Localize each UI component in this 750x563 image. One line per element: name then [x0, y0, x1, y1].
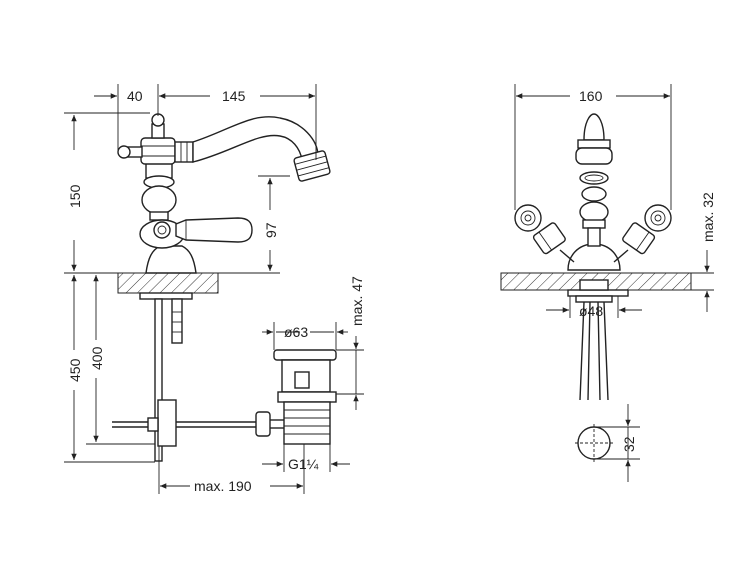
dim-dia48: ø48: [579, 303, 603, 319]
front-supply-pipes: [579, 301, 609, 401]
waste-rod-nut: [255, 411, 271, 437]
faucet-side-knob: [117, 145, 131, 159]
dim-max190: max. 190: [194, 478, 252, 494]
dim-g114: G1¼: [288, 456, 319, 472]
dim-400: 400: [89, 346, 105, 370]
waste-assembly: [255, 349, 337, 445]
dim-max32: max. 32: [700, 192, 716, 242]
faucet-neck: [149, 211, 169, 221]
side-dimensions: 40 145 150 97 450 400: [64, 84, 365, 494]
dim-max47: max. 47: [349, 276, 365, 326]
side-view: 40 145 150 97 450 400: [64, 84, 365, 494]
faucet-base: [145, 245, 197, 274]
waste-cap: [273, 349, 337, 361]
dim-32: 32: [621, 436, 637, 452]
faucet-lever-pivot: [153, 221, 171, 239]
dim-145: 145: [222, 88, 246, 104]
faucet-spout: [192, 116, 319, 163]
front-view: 160 max. 32 ø48 32: [500, 84, 716, 482]
front-body: [567, 243, 621, 271]
faucet-top-cap: [140, 137, 176, 165]
side-supply-pipe: [154, 298, 163, 462]
faucet-lever: [175, 217, 253, 243]
front-dimensions: 160 max. 32 ø48 32: [514, 84, 716, 482]
side-threaded-rod: [171, 298, 183, 344]
side-popup-rod-bracket: [157, 399, 177, 447]
dim-450: 450: [67, 358, 83, 382]
faucet-knob-body: [141, 185, 177, 215]
dim-150: 150: [67, 184, 83, 208]
dim-160: 160: [579, 88, 603, 104]
waste-nut: [277, 391, 337, 403]
waste-tail: [283, 401, 331, 445]
front-spout-tip: [583, 113, 605, 141]
front-left-handle: [514, 204, 575, 263]
side-plate: [139, 292, 193, 300]
dim-40: 40: [127, 88, 143, 104]
front-right-handle: [613, 204, 672, 263]
dim-97: 97: [263, 222, 279, 238]
side-countertop: [117, 272, 219, 294]
front-aerator: [579, 171, 609, 185]
dim-dia63: ø63: [284, 324, 308, 340]
